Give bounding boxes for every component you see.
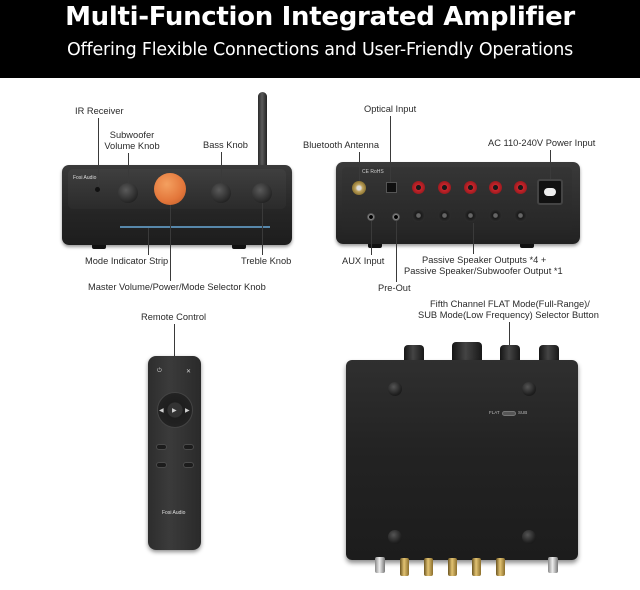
leader-remote [174, 324, 175, 356]
play-pause-icon: ▶ [172, 408, 177, 414]
leader-ir-receiver [98, 118, 99, 186]
remote-control [148, 356, 201, 550]
top-binding-post-5 [496, 558, 505, 576]
previous-icon: ◀ [159, 408, 164, 414]
leader-subwoofer [128, 153, 129, 183]
leader-mode-strip [148, 228, 149, 255]
screw-bottom-right [522, 530, 536, 544]
speaker-post-black-3 [464, 209, 477, 222]
speaker-post-red-3 [464, 181, 477, 194]
top-knob-1 [404, 345, 424, 363]
top-binding-post-2 [424, 558, 433, 576]
screw-top-left [388, 382, 402, 396]
speaker-post-red-2 [438, 181, 451, 194]
label-power-input: AC 110-240V Power Input [488, 138, 596, 148]
label-bluetooth-antenna: Bluetooth Antenna [303, 140, 379, 150]
leader-treble [262, 203, 263, 255]
speaker-post-black-2 [438, 209, 451, 222]
label-speaker-outputs-line2: Passive Speaker/Subwoofer Output *1 [404, 266, 563, 276]
amplifier-top-body [346, 360, 578, 560]
subwoofer-volume-knob [118, 183, 138, 203]
label-pre-out: Pre-Out [378, 283, 411, 293]
remote-dpad [157, 392, 193, 428]
antenna-front [258, 92, 267, 174]
treble-knob [252, 183, 272, 203]
pre-out-jack [392, 213, 400, 221]
screw-bottom-left [388, 530, 402, 544]
ac-power-inlet [537, 179, 563, 205]
speaker-post-red-5 [514, 181, 527, 194]
remote-button-3 [156, 462, 167, 468]
leader-aux [371, 221, 372, 255]
leader-speaker-outputs [473, 223, 474, 254]
mode-indicator-strip [120, 226, 270, 228]
power-icon: ⏻ [157, 368, 162, 374]
leader-power [550, 150, 551, 179]
rear-ce-mark: CE RoHS [362, 169, 384, 175]
leader-optical [390, 116, 391, 182]
leader-master [170, 205, 171, 281]
top-binding-post-3 [448, 558, 457, 576]
leader-bass [221, 152, 222, 183]
page-title: Multi-Function Integrated Amplifier [65, 2, 575, 32]
speaker-post-red-1 [412, 181, 425, 194]
label-subwoofer-line1: Subwoofer [109, 130, 155, 140]
leader-pre-out [396, 221, 397, 282]
header-banner: Multi-Function Integrated Amplifier Offe… [0, 0, 640, 78]
top-binding-post-1 [400, 558, 409, 576]
bluetooth-antenna-connector [352, 181, 366, 195]
top-connector-power [548, 557, 558, 573]
remote-button-4 [183, 462, 194, 468]
ir-receiver-window [95, 187, 100, 192]
label-treble-knob: Treble Knob [241, 256, 292, 266]
label-optical-input: Optical Input [364, 104, 417, 114]
speaker-post-black-5 [514, 209, 527, 222]
front-foot-right [232, 245, 246, 249]
optical-input-port [386, 182, 397, 193]
top-knob-4 [539, 345, 559, 363]
switch-label-sub: SUB [518, 410, 528, 415]
label-aux-input: AUX Input [342, 256, 385, 266]
speaker-post-black-4 [489, 209, 502, 222]
label-ir-receiver: IR Receiver [75, 106, 124, 116]
remote-brand-logo: Fosi Audio [162, 510, 186, 516]
leader-bluetooth [359, 152, 360, 181]
speaker-post-black-1 [412, 209, 425, 222]
label-subwoofer-line2: Volume Knob [104, 141, 160, 151]
aux-input-jack [367, 213, 375, 221]
label-flat-sub-line1: Fifth Channel FLAT Mode(Full-Range)/ [430, 299, 590, 309]
top-binding-post-4 [472, 558, 481, 576]
label-bass-knob: Bass Knob [203, 140, 248, 150]
remote-button-2 [183, 444, 194, 450]
mute-icon: ✕ [186, 369, 192, 375]
top-knob-master [452, 342, 482, 363]
label-master-knob: Master Volume/Power/Mode Selector Knob [88, 282, 266, 292]
top-connector-coax [375, 557, 385, 573]
next-icon: ▶ [185, 408, 190, 414]
page-subtitle: Offering Flexible Connections and User-F… [66, 40, 574, 60]
label-speaker-outputs-line1: Passive Speaker Outputs *4 + [422, 255, 547, 265]
amplifier-rear-panel [342, 167, 572, 233]
label-flat-sub-line2: SUB Mode(Low Frequency) Selector Button [418, 310, 599, 320]
rear-foot-right [520, 244, 534, 248]
label-remote-control: Remote Control [141, 312, 207, 322]
front-foot-left [92, 245, 106, 249]
label-mode-strip: Mode Indicator Strip [85, 256, 169, 266]
remote-button-1 [156, 444, 167, 450]
bass-knob [211, 183, 231, 203]
top-knob-3 [500, 345, 520, 363]
front-brand-logo: Fosi Audio [73, 175, 97, 181]
master-volume-knob [154, 173, 186, 205]
speaker-post-red-4 [489, 181, 502, 194]
flat-sub-selector-switch [502, 411, 516, 416]
switch-label-flat: FLAT [489, 410, 500, 415]
screw-top-right [522, 382, 536, 396]
rear-foot-left [368, 244, 382, 248]
